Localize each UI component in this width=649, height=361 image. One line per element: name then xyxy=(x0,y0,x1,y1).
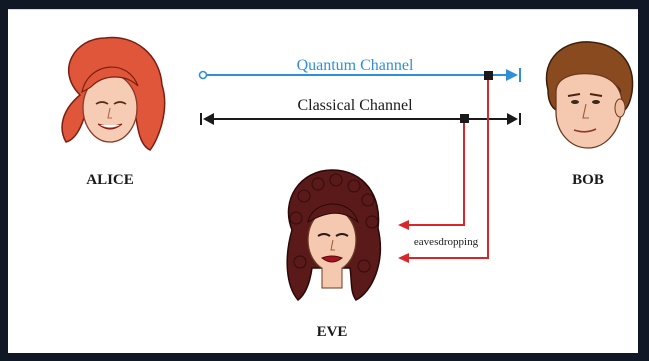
quantum-channel-label: Quantum Channel xyxy=(297,57,414,74)
eavesdropping-label: eavesdropping xyxy=(414,236,479,248)
quantum-channel: Quantum Channel xyxy=(198,57,521,82)
classical-channel-right-arrowhead xyxy=(507,113,518,125)
bob-face-icon xyxy=(555,72,623,149)
classical-tap-arrowhead xyxy=(398,220,409,230)
alice-label: ALICE xyxy=(86,172,134,188)
quantum-tap-node xyxy=(484,71,493,80)
alice-portrait: ALICE xyxy=(61,36,166,188)
quantum-channel-start-node xyxy=(198,70,208,80)
eve-portrait: EVE xyxy=(286,169,382,340)
eve-label: EVE xyxy=(317,324,348,340)
bob-portrait: BOB xyxy=(545,41,634,188)
eve-lips-icon xyxy=(321,255,343,263)
classical-tap-line xyxy=(408,123,465,226)
quantum-channel-arrowhead xyxy=(506,69,518,81)
alice-bangs-icon xyxy=(81,66,139,94)
eavesdrop-taps: eavesdropping xyxy=(398,71,493,263)
classical-channel-left-arrowhead xyxy=(203,113,214,125)
quantum-tap-line xyxy=(408,80,489,259)
classical-tap-node xyxy=(460,114,469,123)
classical-channel: Classical Channel xyxy=(200,97,521,125)
classical-channel-label: Classical Channel xyxy=(297,97,413,114)
quantum-tap-arrowhead xyxy=(398,253,409,263)
bob-label: BOB xyxy=(572,172,604,188)
